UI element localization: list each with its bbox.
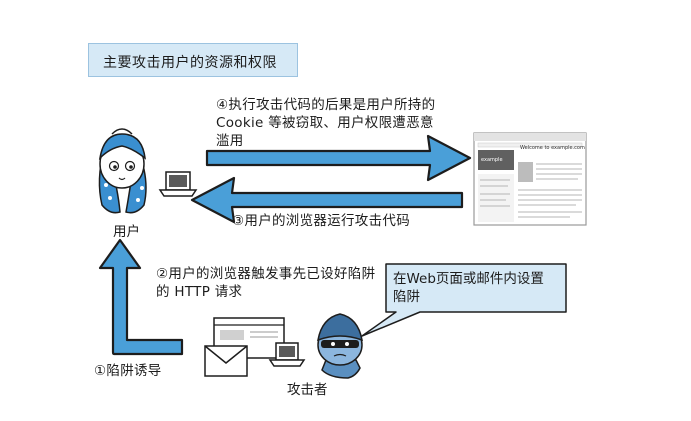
user-laptop-icon [158, 171, 198, 197]
attacker-label: 攻击者 [287, 382, 328, 398]
diagram-title: 主要攻击用户的资源和权限 [103, 55, 277, 71]
attacker-laptop-icon [268, 342, 306, 367]
website-logo: example [481, 157, 503, 163]
arrow-step1-up [98, 238, 184, 356]
step2-label: ②用户的浏览器触发事先已设好陷阱的 HTTP 请求 [156, 266, 376, 300]
trap-email-icon [204, 345, 248, 377]
step4-label: ④执行攻击代码的后果是用户所持的 Cookie 等被窃取、用户权限遭恶意滥用 [216, 97, 436, 149]
user-label: 用户 [113, 224, 140, 240]
step3-label: ③用户的浏览器运行攻击代码 [232, 213, 411, 229]
attacker-figure [317, 313, 363, 379]
title-box: 主要攻击用户的资源和权限 [88, 43, 298, 77]
bubble-text: 在Web页面或邮件内设置陷阱 [393, 271, 544, 305]
arrow-step3-left [190, 176, 464, 224]
website-screenshot [473, 132, 587, 226]
arrow-step4-right [205, 134, 472, 182]
user-figure [98, 128, 147, 214]
step1-label: ①陷阱诱导 [94, 363, 162, 379]
website-heading: Welcome to example.com [520, 145, 585, 151]
speech-bubble [361, 263, 567, 337]
